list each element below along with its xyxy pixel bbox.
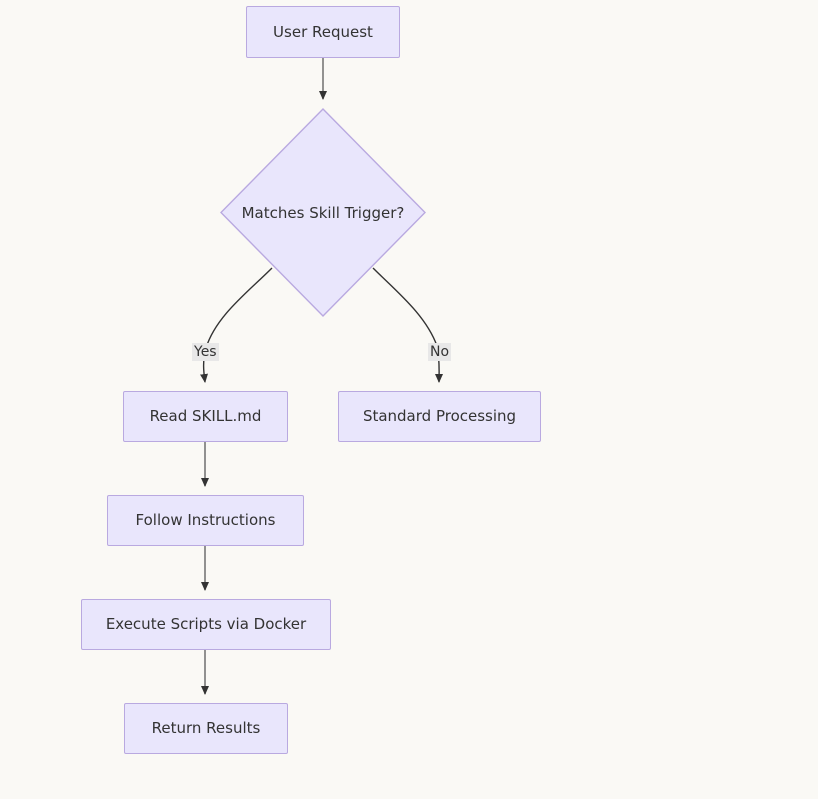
- node-read-skill-md[interactable]: Read SKILL.md: [123, 391, 288, 442]
- node-label-user-request: User Request: [273, 22, 373, 41]
- node-standard-processing[interactable]: Standard Processing: [338, 391, 541, 442]
- node-label-return-results: Return Results: [151, 719, 261, 737]
- node-label-execute-scripts-via-docker: Execute Scripts via Docker: [105, 615, 307, 633]
- node-execute-scripts-via-docker[interactable]: Execute Scripts via Docker: [81, 599, 331, 650]
- node-return-results[interactable]: Return Results: [124, 703, 288, 754]
- diamond-shape-icon: [220, 108, 426, 317]
- edge-label-no: No: [428, 343, 452, 362]
- edge-label-yes: Yes: [192, 343, 219, 362]
- node-user-request[interactable]: User Request: [246, 6, 400, 58]
- node-label-follow-instructions: Follow Instructions: [135, 511, 276, 529]
- edge-matches-trigger-to-standard-processing: [372, 267, 444, 383]
- node-label-standard-processing: Standard Processing: [362, 407, 517, 425]
- node-follow-instructions[interactable]: Follow Instructions: [107, 495, 304, 546]
- node-matches-skill-trigger[interactable]: Matches Skill Trigger?: [220, 108, 426, 317]
- node-label-read-skill-md: Read SKILL.md: [149, 407, 262, 425]
